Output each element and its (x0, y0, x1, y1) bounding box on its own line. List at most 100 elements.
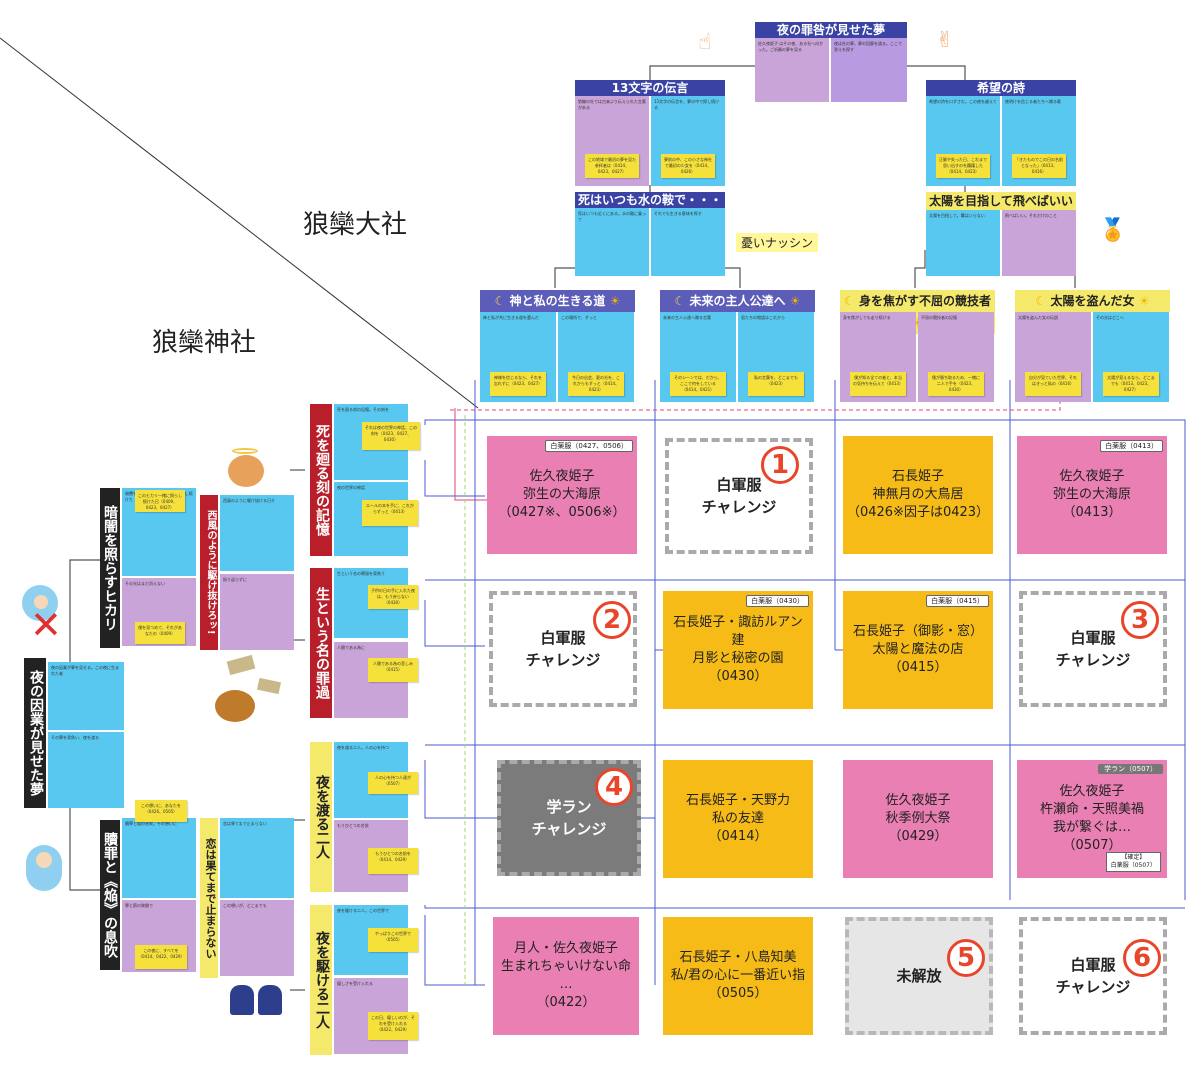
card-r4c1-line4: （0422） (536, 995, 596, 1010)
sticky-b1-a: このヒカリ一緒に照らし続けた日（0409、0423、0427） (135, 490, 185, 512)
sticky-leaf4-a: 自分が見ていた世界、それはきっと私の（0416） (1025, 372, 1081, 396)
r2-title: 生という名の罪過 (310, 568, 332, 718)
card-r1c4-line2: 弥生の大海原 (1052, 487, 1131, 502)
top-left-header: 13文字の伝言 (575, 80, 725, 96)
card-r1c2[interactable]: 白軍服 チャレンジ 1 (665, 438, 813, 554)
card-r3c1-number: 4 (595, 768, 633, 806)
sticky-r2-a: 子供の日の手に入れた夜は、もう戻らない（0430） (368, 585, 418, 609)
hand-two-icon: ✌ (935, 28, 955, 53)
card-r4c4-line1: 白軍服 (1070, 956, 1116, 974)
card-r2c2-line2: 建 (731, 633, 745, 648)
card-r2c1-number: 2 (593, 601, 631, 639)
r3-title: 夜を渡る二人 (310, 742, 332, 892)
top-root-note-right: 夜は社の夢。夢の回廊を渡る。ここで答えを探す (831, 38, 907, 102)
sticky-leaf2-a: そのシーンでは、だから、ここで何をしている（0414、0421） (670, 372, 726, 396)
card-r2c3-line3: （0415） (888, 660, 948, 675)
b1a-title: 西風のように駆け抜けろッ! (200, 495, 218, 650)
card-r3c3[interactable]: 佐久夜姫子 秋季例大祭 （0429） (843, 760, 993, 878)
card-r3c4-line4: （0507） (1062, 838, 1122, 853)
card-r3c3-line2: 秋季例大祭 (885, 811, 951, 826)
baby-face (34, 595, 48, 609)
card-r1c3[interactable]: 石長姫子 神無月の大鳥居 （0426※因子は0423） (843, 436, 993, 554)
card-r3c4-line2: 杵瀬命・天照美禍 (1039, 802, 1144, 817)
card-r3c4-line3: 我が繋ぐは… (1052, 820, 1131, 835)
top-right-sub-note-a: 太陽を目指して。翼はいらない (926, 210, 1000, 276)
top-left-sub-header: 死はいつも水の鞍で・・・ (575, 192, 725, 208)
card-r1c4-line1: 佐久夜姫子 (1059, 469, 1125, 484)
card-r1c1[interactable]: 白薬服（0427、0506） 佐久夜姫子 弥生の大海原 （0427※、0506※… (487, 436, 637, 554)
sticky-leaf2-b: 私の言葉を、どこまでも（0423） (748, 372, 804, 396)
taisha-label: 狼欒大社 (303, 210, 408, 240)
sticky-r3-a: 人の心を持つ人達が（0507） (368, 772, 418, 794)
medal-icon: 🏅 (1099, 218, 1127, 243)
couple-icon-2 (258, 985, 282, 1015)
card-r1c1-line2: 弥生の大海原 (522, 487, 601, 502)
sticky-b1-b: 僕を見つめて、それがあなたの（0409） (135, 622, 185, 644)
leaf4-header: ☾ 太陽を盗んだ女 ☀ (1015, 290, 1170, 312)
card-r2c1[interactable]: 白軍服 チャレンジ 2 (489, 591, 637, 707)
card-r3c2-line2: 私の友達 (711, 811, 764, 826)
card-r2c1-line1: 白軍服 (540, 629, 586, 647)
card-r4c2-line2: 私/君の心に一番近い指 (670, 968, 806, 983)
jinja-label: 狼欒神社 (152, 328, 257, 358)
top-right-sub-header: 太陽を目指して飛べばいい (926, 192, 1076, 210)
card-r2c3-tag: 白薬服（0415） (926, 595, 989, 607)
top-root-header: 夜の罪咎が見せた夢 (755, 22, 907, 38)
card-r3c4[interactable]: 学ラン（0507） 佐久夜姫子 杵瀬命・天照美禍 我が繋ぐは… （0507） 【… (1017, 760, 1167, 878)
sticky-top-left-1: この地域で最初の夢を見た参拝者は（0414、0423、0427） (585, 154, 639, 178)
card-r4c2[interactable]: 石長姫子・八島知美 私/君の心に一番近い指 （0505） (663, 917, 813, 1035)
r4-title: 夜を駆ける二人 (310, 905, 332, 1055)
card-r3c1-line1: 学ラン (546, 798, 592, 816)
card-r4c4-line2: チャレンジ (1055, 978, 1131, 996)
card-r4c4[interactable]: 白軍服 チャレンジ 6 (1019, 917, 1167, 1035)
card-r3c3-line3: （0429） (888, 829, 948, 844)
card-r4c3[interactable]: 未解放 5 (845, 917, 993, 1035)
card-r4c1-line2: 生まれちゃいけない命 (500, 959, 631, 974)
card-r2c3[interactable]: 白薬服（0415） 石長姫子（御影・窓） 太陽と魔法の店 （0415） (843, 591, 993, 709)
money-icon-2 (256, 677, 282, 695)
card-r2c4-line2: チャレンジ (1055, 651, 1131, 669)
card-r4c1-line3: … (559, 977, 573, 992)
card-r1c2-line1: 白軍服 (716, 476, 762, 494)
b1a-note-a: 西風のように駆け抜ける日々 (220, 495, 294, 571)
sticky-leaf1-b: 今日の出会、夏の光を、これからもずっと（0414、0423） (568, 372, 624, 396)
sticky-r4-b: この日、優しいのが、それを受け入れる（0422、0429） (368, 1012, 418, 1040)
couple-icon (230, 985, 254, 1015)
sticky-top-right-2: 「きたものでこの日の名前となった」（0413、0416） (1012, 154, 1066, 178)
sticky-r1-b: エールの本を手に、これからずっと（0413） (362, 500, 418, 526)
baby-face-2 (36, 852, 52, 868)
card-r1c4-line3: （0413） (1062, 505, 1122, 520)
card-r1c1-tag: 白薬服（0427、0506） (545, 440, 633, 452)
card-r1c2-number: 1 (761, 446, 799, 484)
card-r2c4-number: 3 (1121, 601, 1159, 639)
card-r1c3-line3: （0426※因子は0423） (846, 505, 990, 520)
card-r3c4-fixed-value: 白薬服（0507） (1110, 862, 1156, 869)
card-r2c4[interactable]: 白軍服 チャレンジ 3 (1019, 591, 1167, 707)
card-r3c1[interactable]: 学ラン チャレンジ 4 (497, 760, 641, 876)
leaf2-header: ☾ 未来の主人公達へ ☀ (660, 290, 815, 312)
card-r4c2-line3: （0505） (708, 986, 768, 1001)
card-r3c2[interactable]: 石長姫子・天野力 私の友達 （0414） (663, 760, 813, 878)
top-left-sub-note-a: 死はいつも近くにある。水の鞍に乗って (575, 208, 649, 276)
card-r1c4[interactable]: 白薬服（0413） 佐久夜姫子 弥生の大海原 （0413） (1017, 436, 1167, 554)
card-r2c4-line1: 白軍服 (1070, 629, 1116, 647)
card-r1c1-line1: 佐久夜姫子 (529, 469, 595, 484)
sticky-b2-a: この想いに、あなたを（0426、0505） (135, 800, 187, 822)
cross-icon: ✕ (30, 603, 62, 647)
top-right-sub-note-b: 飛べばいい。それだけのこと (1002, 210, 1076, 276)
angel-icon (228, 455, 264, 487)
card-r1c4-tag: 白薬服（0413） (1100, 440, 1163, 452)
sticky-leaf4-b: 太陽が見えるなら、どこまでも（0413、0423、0427） (1103, 372, 1159, 396)
card-r3c4-tag: 学ラン（0507） (1098, 764, 1163, 774)
top-root-note-left: 佐久夜姫子 はその夜、ある社へ向かった。ご祈願の夢を見る (755, 38, 829, 102)
money-icon (226, 654, 256, 676)
left-root-note-b: その罪を背負い、夜を渡る (48, 732, 124, 808)
angel-halo (232, 448, 258, 454)
card-r2c2-line1: 石長姫子・諏訪ルアン (673, 615, 803, 630)
left-root-note-a: 夜の因業が夢を見せる。この夜に生まれた者 (48, 662, 124, 730)
card-r4c1[interactable]: 月人・佐久夜姫子 生まれちゃいけない命 … （0422） (493, 917, 639, 1035)
card-r3c4-line1: 佐久夜姫子 (1059, 784, 1125, 799)
card-r2c2[interactable]: 白薬服（0430） 石長姫子・諏訪ルアン 建 月影と秘密の園 （0430） (663, 591, 813, 709)
card-r4c3-number: 5 (947, 939, 985, 977)
b1a-note-b: 振り返らずに (220, 574, 294, 650)
